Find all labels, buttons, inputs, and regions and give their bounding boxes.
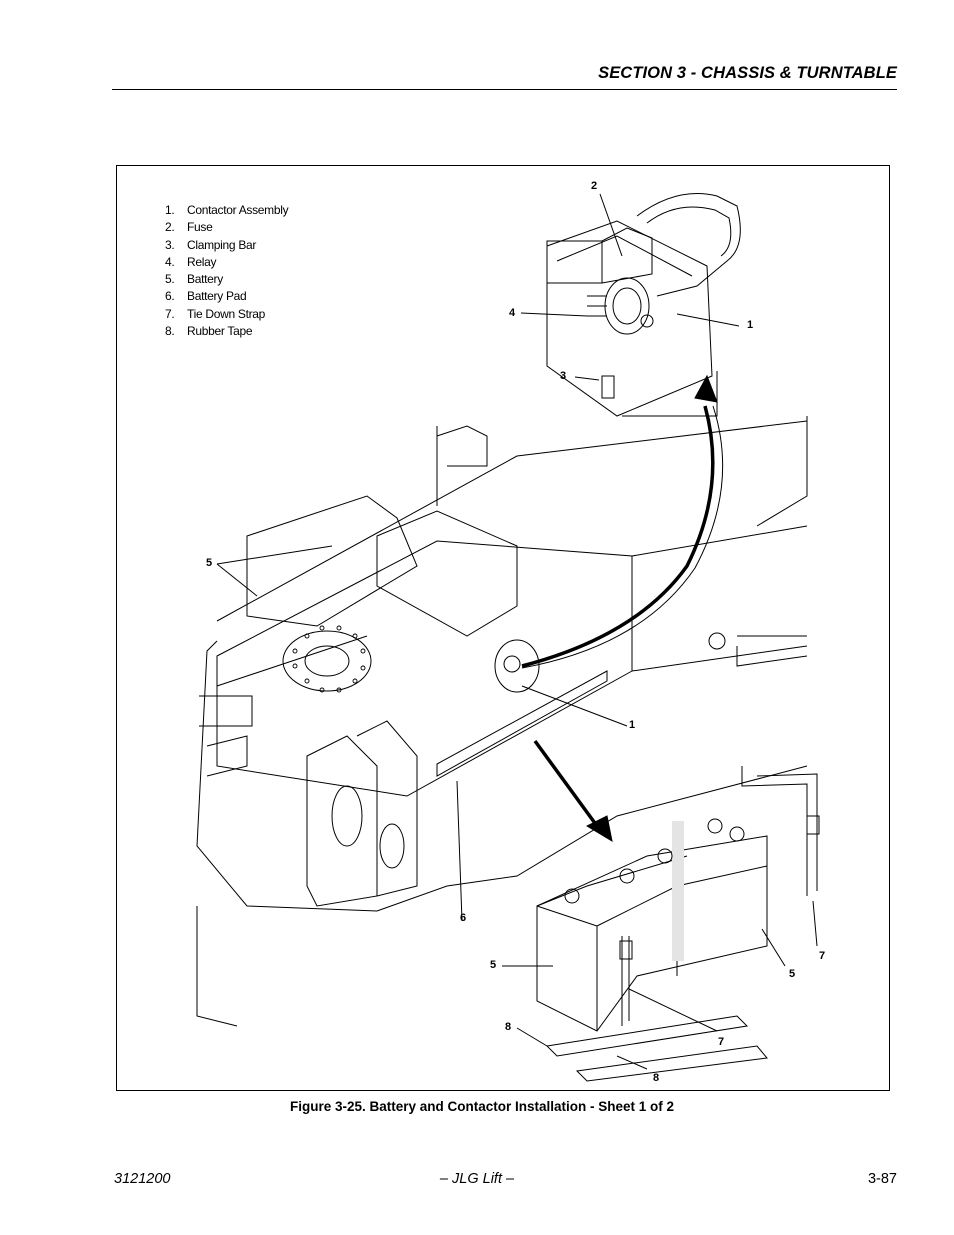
legend-item: 8.Rubber Tape (165, 324, 253, 339)
legend-item: 4.Relay (165, 254, 217, 269)
legend-item: 6.Battery Pad (165, 289, 247, 304)
callout-6: 6 (460, 912, 467, 924)
legend-item: 5.Battery (165, 272, 223, 287)
legend-item: 3.Clamping Bar (165, 237, 257, 252)
callout-5-frame: 5 (206, 557, 213, 569)
callout-7-right-strap: 7 (819, 950, 826, 962)
legend-item: 7.Tie Down Strap (165, 306, 266, 321)
callout-8-lower-tape: 8 (653, 1072, 660, 1084)
callout-2: 2 (591, 180, 598, 192)
callout-8-upper-tape: 8 (505, 1021, 512, 1033)
legend-item: 2.Fuse (165, 220, 213, 235)
callout-5-right-battery: 5 (789, 968, 796, 980)
callout-7-front-strap: 7 (718, 1036, 725, 1048)
battery-drawing (536, 818, 768, 1032)
callout-1-frame: 1 (629, 719, 636, 731)
contactor-assembly-drawing (546, 193, 741, 417)
header-rule (112, 89, 897, 90)
footer-center-text: – JLG Lift – (439, 1171, 515, 1187)
callout-1-contactor: 1 (747, 319, 754, 331)
section-title: SECTION 3 - CHASSIS & TURNTABLE (598, 64, 897, 82)
figure-caption: Figure 3-25. Battery and Contactor Insta… (289, 1099, 675, 1114)
callout-4: 4 (509, 307, 516, 319)
technical-drawing (196, 193, 820, 1082)
callout-5-left-battery: 5 (490, 959, 497, 971)
figure-frame: 1.Contactor Assembly 2.Fuse 3.Clamping B… (116, 165, 890, 1091)
page-number: 3-87 (867, 1171, 897, 1187)
callout-3: 3 (560, 370, 567, 382)
parts-legend: 1.Contactor Assembly 2.Fuse 3.Clamping B… (165, 202, 289, 340)
document-number: 3121200 (114, 1171, 171, 1187)
legend-item: 1.Contactor Assembly (165, 203, 289, 217)
